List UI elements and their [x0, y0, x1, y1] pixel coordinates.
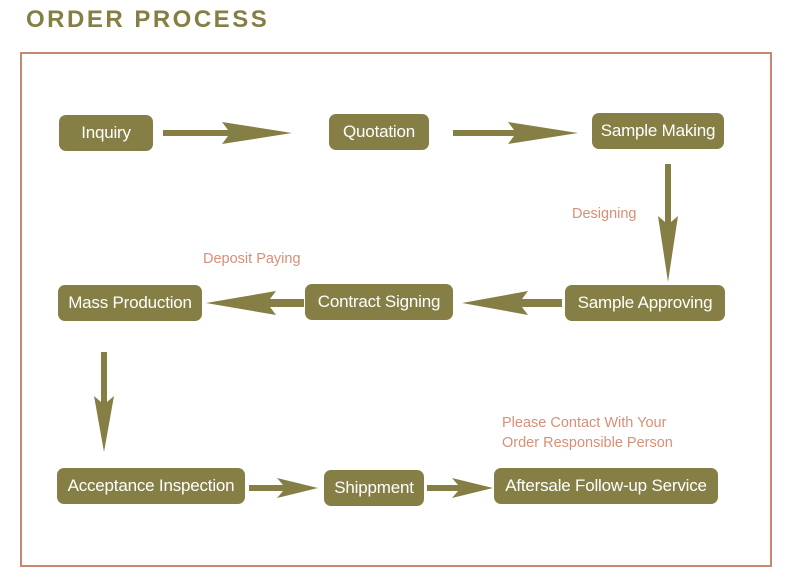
- step-shippment: Shippment: [324, 470, 424, 506]
- arrow-mass-production-to-acceptance-inspection: [94, 352, 114, 452]
- process-frame: [20, 52, 772, 567]
- note-designing: Designing: [572, 206, 637, 222]
- arrow-contract-signing-to-mass-production: [206, 291, 304, 315]
- note-contact-line2: Order Responsible Person: [502, 435, 673, 451]
- step-contract-signing: Contract Signing: [305, 284, 453, 320]
- step-quotation: Quotation: [329, 114, 429, 150]
- arrow-shippment-to-aftersale: [427, 478, 493, 498]
- arrow-inquiry-to-quotation: [163, 122, 292, 144]
- note-contact-line1: Please Contact With Your: [502, 415, 667, 431]
- step-inquiry: Inquiry: [59, 115, 153, 151]
- arrow-sample-making-to-sample-approving: [658, 164, 678, 282]
- arrow-sample-approving-to-contract-signing: [462, 291, 562, 315]
- page-title: ORDER PROCESS: [26, 6, 270, 33]
- arrow-acceptance-inspection-to-shippment: [249, 478, 318, 498]
- step-sample-approving: Sample Approving: [565, 285, 725, 321]
- step-sample-making: Sample Making: [592, 113, 724, 149]
- arrow-quotation-to-sample-making: [453, 122, 578, 144]
- step-acceptance-inspection: Acceptance Inspection: [57, 468, 245, 504]
- step-aftersale: Aftersale Follow-up Service: [494, 468, 718, 504]
- step-mass-production: Mass Production: [58, 285, 202, 321]
- note-deposit-paying: Deposit Paying: [203, 251, 301, 267]
